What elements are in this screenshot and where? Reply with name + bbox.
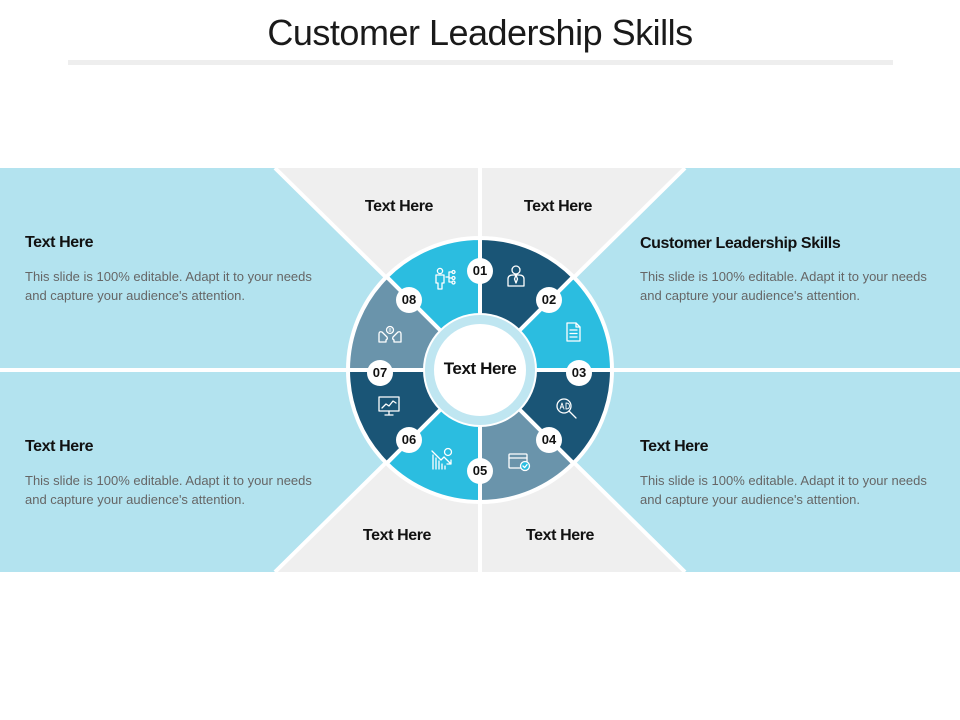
panel-body-top-right: This slide is 100% editable. Adapt it to… <box>640 269 927 303</box>
page-title: Customer Leadership Skills <box>267 12 693 53</box>
panel-body-bottom-left: This slide is 100% editable. Adapt it to… <box>25 473 312 507</box>
segment-number-04: 04 <box>536 427 562 453</box>
segment-number-07: 07 <box>367 360 393 386</box>
browser-check-icon <box>508 453 531 472</box>
segment-number-06: 06 <box>396 427 422 453</box>
segment-number-02: 02 <box>536 287 562 313</box>
panel-heading-top-right: Customer Leadership Skills <box>640 235 841 252</box>
spoke-label-top-left: Text Here <box>364 198 434 215</box>
wheel-segment-08 <box>384 236 482 334</box>
hands-money-icon <box>378 325 402 343</box>
segment-number-08: 08 <box>396 287 422 313</box>
segment-number-01: 01 <box>467 258 493 284</box>
segment-number-03: 03 <box>566 360 592 386</box>
center-label: Text Here <box>443 359 517 378</box>
center-circle <box>434 324 526 416</box>
panel-body-bottom-right: This slide is 100% editable. Adapt it to… <box>640 473 927 507</box>
panel-heading-top-left: Text Here <box>25 234 94 251</box>
ad-search-icon <box>556 398 577 419</box>
spoke-label-bottom-right: Text Here <box>525 527 595 544</box>
spoke-label-bottom-left: Text Here <box>362 527 432 544</box>
panel-body-top-left: This slide is 100% editable. Adapt it to… <box>25 269 312 303</box>
segment-number-05: 05 <box>467 458 493 484</box>
businessman-icon <box>507 265 525 287</box>
panel-heading-bottom-left: Text Here <box>25 438 94 455</box>
panel-heading-bottom-right: Text Here <box>640 438 709 455</box>
presentation-chart-icon <box>378 396 400 416</box>
title-underline <box>68 60 893 65</box>
org-chart-person-icon <box>435 267 456 290</box>
spoke-label-top-right: Text Here <box>523 198 593 215</box>
segment-icons <box>378 265 581 472</box>
document-icon <box>566 322 581 342</box>
bar-chart-down-icon <box>431 447 453 470</box>
